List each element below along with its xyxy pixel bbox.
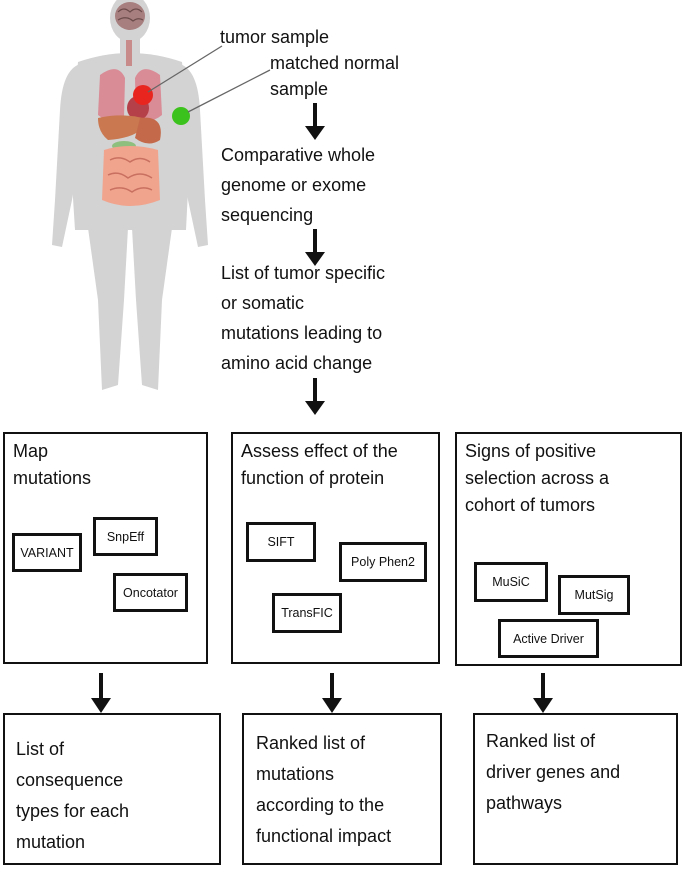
output-driver-genes-text: Ranked list of driver genes and pathways xyxy=(486,731,621,813)
tool-music: MuSiC xyxy=(474,562,548,602)
output-box-consequence xyxy=(3,713,221,865)
panel-title: Assess effect of the function of protein xyxy=(241,441,398,488)
tumor-leader-line xyxy=(147,45,223,93)
brain-icon xyxy=(115,2,145,30)
tool-mutsig: MutSig xyxy=(558,575,630,615)
output-box-driver-genes xyxy=(473,713,678,865)
panel-title: Map mutations xyxy=(13,441,92,488)
tool-polyphen2: Poly Phen2 xyxy=(339,542,427,582)
output-ranked-mutations-text: Ranked list of mutations according to th… xyxy=(256,733,392,846)
panel-title: Signs of positive selection across a coh… xyxy=(465,441,610,515)
liver-icon xyxy=(98,115,150,140)
somatic-list-step-text: List of tumor specific or somatic mutati… xyxy=(221,263,386,373)
output-consequence-text: List of consequence types for each mutat… xyxy=(16,739,130,852)
tool-variant: VARIANT xyxy=(12,533,82,572)
stomach-icon xyxy=(135,117,161,144)
normal-sample-label: matched normal sample xyxy=(270,53,400,99)
tool-active-driver: Active Driver xyxy=(498,619,599,658)
tool-snpeff: SnpEff xyxy=(93,517,158,556)
tumor-marker xyxy=(133,85,153,105)
left-lung-icon xyxy=(98,69,125,121)
flow-arrows xyxy=(91,103,553,713)
normal-marker xyxy=(172,107,190,125)
output-box-ranked-mutations xyxy=(242,713,442,865)
normal-leader-line xyxy=(187,69,271,113)
tool-sift: SIFT xyxy=(246,522,316,562)
sequencing-step-text: Comparative whole genome or exome sequen… xyxy=(221,145,376,225)
tool-transfic: TransFIC xyxy=(272,593,342,633)
tool-oncotator: Oncotator xyxy=(113,573,188,612)
tumor-sample-label: tumor sample xyxy=(220,27,330,47)
